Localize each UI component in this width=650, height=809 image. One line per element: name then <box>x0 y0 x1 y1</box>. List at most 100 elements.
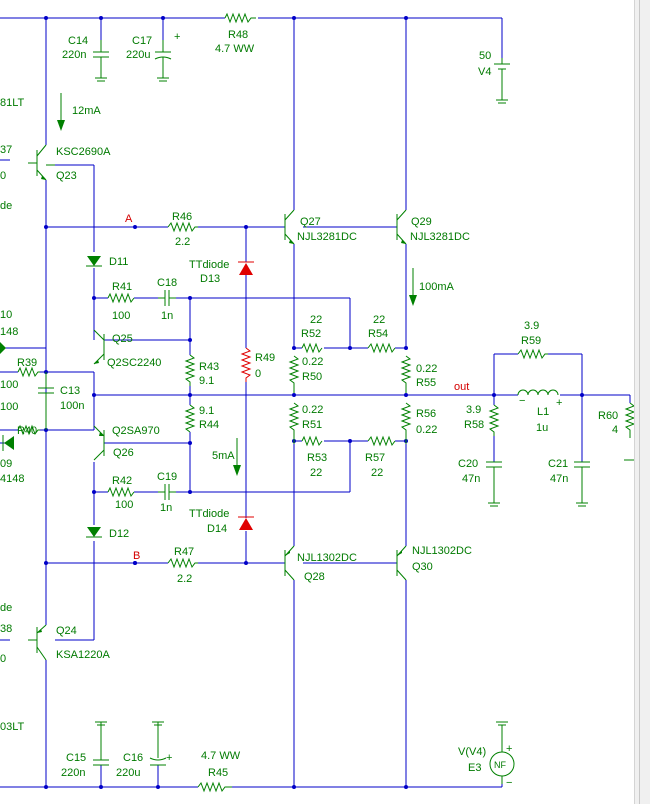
capacitor-c21 <box>574 461 590 507</box>
r59-ref: R59 <box>521 335 541 347</box>
svg-text:−: − <box>506 777 512 789</box>
d13-ref: D13 <box>200 273 220 285</box>
transistor-q30 <box>396 545 407 581</box>
q26-ref: Q26 <box>113 447 134 459</box>
r53-value: 22 <box>310 467 322 479</box>
r54-value: 22 <box>373 314 385 326</box>
capacitor-c18 <box>158 290 176 306</box>
r51-ref: R51 <box>302 419 322 431</box>
cut-label-100-b: 100 <box>0 401 18 413</box>
r57-value: 22 <box>371 467 383 479</box>
resistor-r56 <box>400 402 412 444</box>
r44-ref: R44 <box>199 419 219 431</box>
capacitor-c19 <box>158 484 176 500</box>
cut-label-38: 38 <box>0 623 12 635</box>
r42-ref: R42 <box>112 475 132 487</box>
c14-ref: C14 <box>68 35 88 47</box>
resistor-r58 <box>488 404 500 436</box>
resistor-r51 <box>288 402 300 444</box>
cut-label-de-bottom: de <box>0 602 12 614</box>
r60-value: 4 <box>612 424 618 436</box>
q25-type: Q2SC2240 <box>107 357 161 369</box>
diode-d12 <box>86 527 102 538</box>
resistor-r45 <box>197 781 232 793</box>
resistor-r42 <box>107 486 135 498</box>
q29-type: NJL3281DC <box>410 231 470 243</box>
q30-ref: Q30 <box>412 561 433 573</box>
diode-left-cut <box>2 435 14 451</box>
cut-label-03lt: 03LT <box>0 721 25 733</box>
c15-value: 220n <box>61 767 85 779</box>
d14-model: TTdiode <box>189 508 229 520</box>
d11-ref: D11 <box>109 256 128 268</box>
current-label-100ma: 100mA <box>419 281 455 293</box>
r56-ref: R56 <box>416 408 436 420</box>
battery-v4 <box>494 58 510 104</box>
svg-text:+: + <box>174 31 180 43</box>
c20-ref: C20 <box>458 458 478 470</box>
l1-value: 1u <box>536 422 548 434</box>
cut-label-10: 10 <box>0 309 12 321</box>
r45-ref: R45 <box>208 767 228 779</box>
r52-ref: R52 <box>301 328 321 340</box>
r41-ref: R41 <box>112 281 132 293</box>
capacitor-c14 <box>93 40 109 82</box>
r52-value: 22 <box>310 314 322 326</box>
transistor-q28 <box>284 545 295 581</box>
r49-ref: R49 <box>255 352 275 364</box>
q23-ref: Q23 <box>56 170 77 182</box>
cut-label-81lt: 81LT <box>0 97 25 109</box>
node-a-label: A <box>125 213 133 225</box>
resistor-r53 <box>301 435 323 447</box>
q23-type: KSC2690A <box>56 146 111 158</box>
r45-value: 4.7 WW <box>201 750 241 762</box>
scrollbar-track <box>639 0 640 804</box>
c19-ref: C19 <box>157 471 177 483</box>
resistor-r57 <box>367 435 396 447</box>
resistor-r44 <box>184 404 196 433</box>
transistor-q29 <box>396 209 407 245</box>
diode-d11 <box>86 256 102 267</box>
q24-type: KSA1220A <box>56 649 110 661</box>
e3-symbol: NF <box>494 760 506 770</box>
e3-expr: V(V4) <box>458 746 486 758</box>
vertical-scrollbar[interactable] <box>634 0 650 804</box>
resistor-r41 <box>107 292 135 304</box>
resistor-r60 <box>624 402 636 461</box>
l1-ref: L1 <box>537 406 549 418</box>
r40-ref: R40 <box>17 425 37 437</box>
wires <box>0 17 631 788</box>
r49-value: 0 <box>255 368 261 380</box>
v4-value: 50 <box>479 50 491 62</box>
inductor-l1: − + <box>517 389 562 409</box>
current-arrow-100ma <box>409 268 417 306</box>
c13-value: 100n <box>60 400 84 412</box>
resistor-r54 <box>367 342 396 354</box>
diode-d13 <box>238 261 254 275</box>
r41-value: 100 <box>112 310 130 322</box>
d14-ref: D14 <box>207 523 227 535</box>
c16-ref: C16 <box>123 752 143 764</box>
r54-ref: R54 <box>368 328 388 340</box>
resistor-r40 <box>17 424 40 436</box>
transistor-q23 <box>28 144 55 181</box>
q28-ref: Q28 <box>304 571 325 583</box>
c17-value: 220u <box>126 49 150 61</box>
schematic-canvas: C14 220n + C17 220u R48 4.7 WW 50 V4 12m… <box>0 12 636 793</box>
c18-ref: C18 <box>157 277 177 289</box>
resistor-r39 <box>17 366 40 378</box>
c16-value: 220u <box>116 767 140 779</box>
node-b-label: B <box>133 550 140 562</box>
r50-ref: R50 <box>302 371 322 383</box>
capacitor-c20 <box>486 461 502 507</box>
r56-value: 0.22 <box>416 424 437 436</box>
resistor-r46 <box>167 221 198 233</box>
r46-ref: R46 <box>172 211 192 223</box>
junction-dots <box>44 16 584 789</box>
resistor-r52 <box>301 342 323 354</box>
r58-ref: R58 <box>464 419 484 431</box>
c21-value: 47n <box>550 473 568 485</box>
svg-text:+: + <box>556 397 562 409</box>
transistor-q24 <box>28 624 47 661</box>
q30-type: NJL1302DC <box>412 545 472 557</box>
